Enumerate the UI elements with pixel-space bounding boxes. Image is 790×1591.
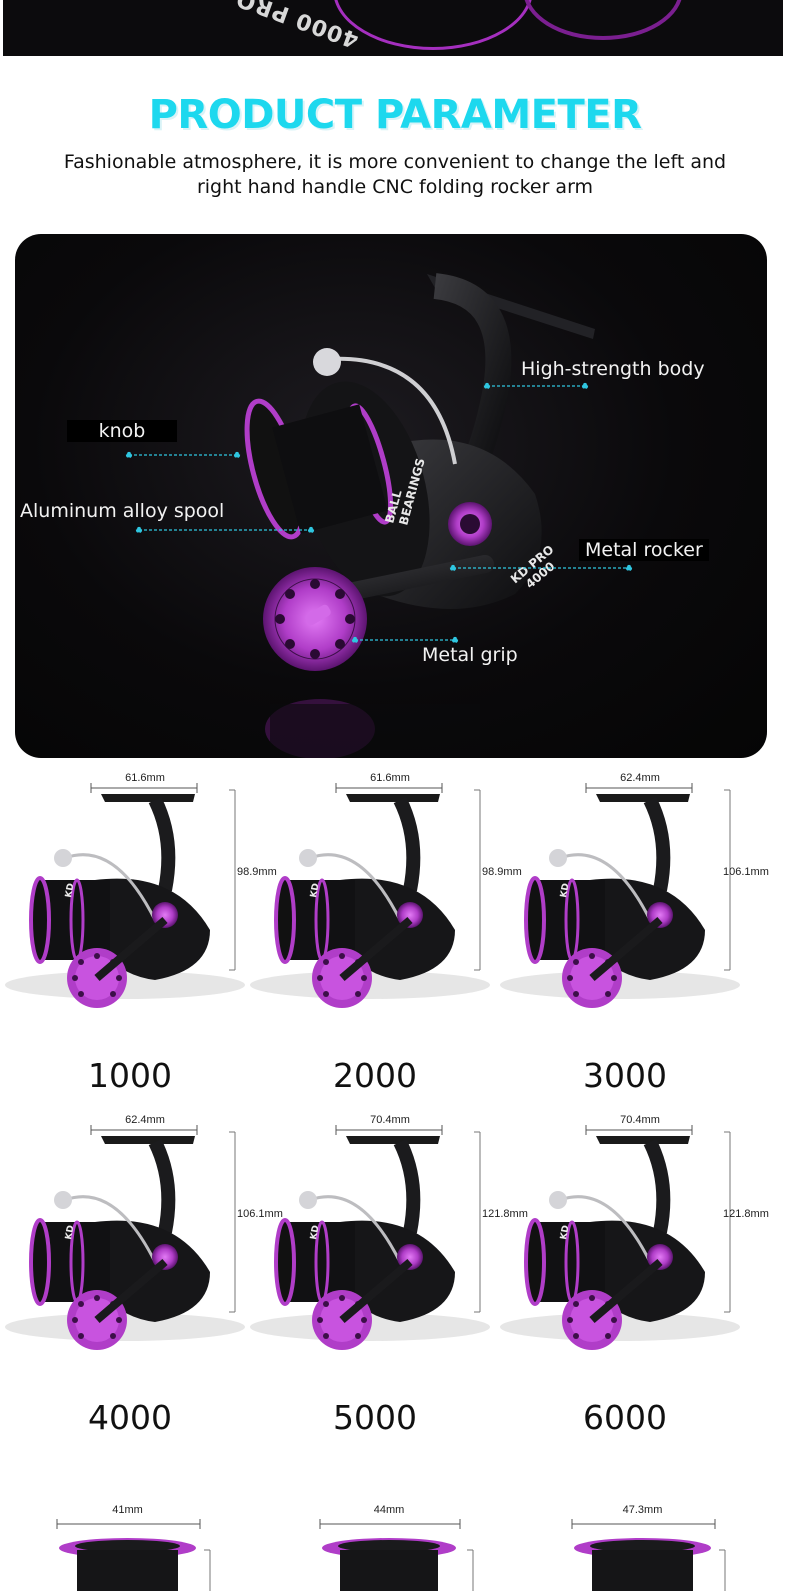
page-title: PRODUCT PARAMETER <box>148 92 642 138</box>
reel-size-illustration: KD <box>250 783 490 1008</box>
height-dimension-label: 121.8mm <box>482 1208 528 1220</box>
size-variant-card: KD 61.6mm 98.9mm 2000 <box>250 770 522 1095</box>
reel-size-illustration: KD <box>5 1125 245 1350</box>
model-number: 1000 <box>88 1056 172 1095</box>
svg-text:KD: KD <box>309 883 321 899</box>
fishing-reel-illustration: BALL BEARINGS KD PRO 4000 <box>125 273 633 758</box>
reel-size-illustration: KD <box>5 783 245 1008</box>
page-subtitle: Fashionable atmosphere, it is more conve… <box>63 151 727 198</box>
height-dimension-label: 98.9mm <box>237 866 277 878</box>
spool-rim-decoration <box>333 0 533 50</box>
callout-metal-grip: Metal grip <box>422 644 518 666</box>
svg-text:KD: KD <box>559 883 571 899</box>
svg-text:KD: KD <box>64 883 76 899</box>
svg-text:KD: KD <box>64 1225 76 1241</box>
spool-variant: 41mm <box>55 1500 225 1591</box>
spool-width-label: 44mm <box>373 1504 405 1516</box>
height-dimension-label: 98.9mm <box>482 866 522 878</box>
svg-text:KD: KD <box>309 1225 321 1241</box>
spool-rim-decoration <box>523 0 683 40</box>
hero-product-panel: BALL BEARINGS KD PRO 4000 High-strength … <box>15 234 767 758</box>
spool-illustration <box>56 1519 211 1591</box>
reel-size-illustration: KD <box>500 1125 740 1350</box>
height-dimension-label: 106.1mm <box>237 1208 283 1220</box>
width-dimension-label: 70.4mm <box>620 1114 660 1126</box>
size-variant-card: KD 70.4mm 121.8mm 6000 <box>500 1112 769 1437</box>
width-dimension-label: 61.6mm <box>370 772 410 784</box>
width-dimension-label: 62.4mm <box>620 772 660 784</box>
width-dimension-label: 70.4mm <box>370 1114 410 1126</box>
model-number: 3000 <box>583 1056 667 1095</box>
model-number: 5000 <box>333 1398 417 1437</box>
height-dimension-label: 106.1mm <box>723 866 769 878</box>
spool-variant: 47.3mm <box>570 1500 740 1591</box>
width-dimension-label: 62.4mm <box>125 1114 165 1126</box>
svg-text:KD: KD <box>559 1225 571 1241</box>
model-number: 4000 <box>88 1398 172 1437</box>
spool-width-label: 41mm <box>112 1504 143 1516</box>
callout-metal-rocker: Metal rocker <box>579 539 709 561</box>
top-photo-strip: 4000 PRO <box>3 0 783 56</box>
height-dimension-label: 121.8mm <box>723 1208 769 1220</box>
size-variant-card: KD 62.4mm 106.1mm 4000 <box>5 1112 283 1437</box>
size-variant-card: KD 70.4mm 121.8mm 5000 <box>250 1112 528 1437</box>
model-number: 2000 <box>333 1056 417 1095</box>
spool-illustration <box>571 1519 726 1591</box>
size-variant-card: KD 61.6mm 98.9mm 1000 <box>5 770 277 1095</box>
spool-variant: 44mm <box>318 1500 488 1591</box>
model-number: 6000 <box>583 1398 667 1437</box>
callout-high-strength-body: High-strength body <box>521 358 705 380</box>
callout-aluminum-alloy-spool: Aluminum alloy spool <box>20 500 225 522</box>
width-dimension-label: 61.6mm <box>125 772 165 784</box>
size-variant-card: KD 62.4mm 106.1mm 3000 <box>500 770 769 1095</box>
reel-size-illustration: KD <box>250 1125 490 1350</box>
spool-width-label: 47.3mm <box>622 1504 663 1516</box>
spool-illustration <box>319 1519 474 1591</box>
reel-size-illustration: KD <box>500 783 740 1008</box>
callout-knob: knob <box>67 420 177 442</box>
